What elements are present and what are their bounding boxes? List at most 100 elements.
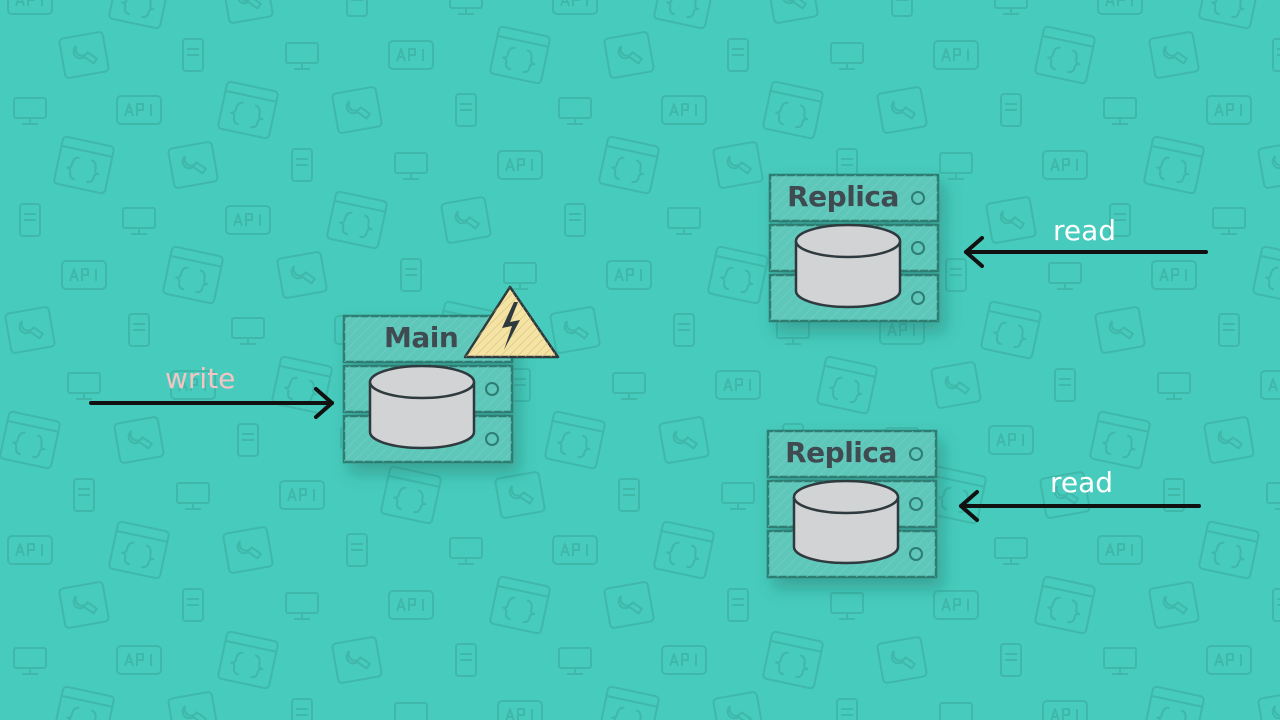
monitor-icon [1103, 647, 1137, 675]
code-window-icon [489, 25, 551, 85]
api-icon [552, 535, 598, 565]
wrench-screen-icon [440, 196, 492, 244]
monitor-icon [67, 372, 101, 400]
code-window-icon [598, 135, 660, 195]
monitor-icon [558, 647, 592, 675]
phone-icon [1000, 93, 1022, 127]
server-status-light [909, 447, 923, 461]
api-icon [116, 645, 162, 675]
phone-icon [128, 313, 150, 347]
monitor-icon [1048, 262, 1082, 290]
monitor-icon [939, 702, 973, 720]
monitor-icon [994, 537, 1028, 565]
code-window-icon [1089, 410, 1151, 470]
code-window-icon [816, 355, 878, 415]
write-label: write [165, 362, 236, 395]
monitor-icon [612, 372, 646, 400]
monitor-icon [1157, 372, 1191, 400]
wrench-screen-icon [276, 251, 328, 299]
code-window-icon [380, 465, 442, 525]
code-window-icon [980, 300, 1042, 360]
replica-top-label: Replica [787, 180, 899, 213]
wrench-screen-icon [222, 0, 274, 24]
monitor-icon [394, 702, 428, 720]
monitor-icon [939, 152, 973, 180]
write-arrow [89, 387, 334, 419]
server-status-light [911, 291, 925, 305]
monitor-icon [449, 0, 483, 15]
wrench-screen-icon [1148, 31, 1200, 79]
monitor-icon [1103, 97, 1137, 125]
phone-icon [455, 93, 477, 127]
api-icon [661, 645, 707, 675]
monitor-icon [1266, 482, 1280, 510]
api-icon [61, 260, 107, 290]
api-icon [1097, 0, 1143, 15]
phone-icon [727, 38, 749, 72]
warning-lightning-icon [463, 285, 560, 359]
code-window-icon [707, 245, 769, 305]
phone-icon [1000, 643, 1022, 677]
code-window-icon [1034, 575, 1096, 635]
monitor-icon [994, 0, 1028, 15]
api-icon [1206, 95, 1252, 125]
server-status-light [911, 241, 925, 255]
wrench-screen-icon [1203, 416, 1255, 464]
phone-icon [346, 0, 368, 17]
wrench-screen-icon [876, 86, 928, 134]
api-icon [606, 260, 652, 290]
phone-icon [836, 698, 858, 720]
phone-icon [291, 148, 313, 182]
monitor-icon [503, 262, 537, 290]
monitor-icon [285, 42, 319, 70]
wrench-screen-icon [712, 141, 764, 189]
monitor-icon [122, 207, 156, 235]
replica-bottom-label: Replica [785, 436, 897, 469]
replica-server-top: Replica [768, 173, 940, 323]
phone-icon [291, 698, 313, 720]
database-icon [368, 364, 476, 450]
monitor-icon [721, 482, 755, 510]
phone-icon [945, 258, 967, 292]
wrench-screen-icon [1257, 141, 1280, 189]
code-window-icon [544, 410, 606, 470]
monitor-icon [667, 207, 701, 235]
code-window-icon [217, 630, 279, 690]
api-icon [497, 150, 543, 180]
code-window-icon [762, 80, 824, 140]
code-window-icon [1143, 685, 1205, 720]
read-arrow-top [964, 236, 1208, 268]
api-icon [1042, 150, 1088, 180]
monitor-icon [13, 97, 47, 125]
database-icon [792, 479, 900, 565]
api-icon [552, 0, 598, 15]
code-window-icon [108, 520, 170, 580]
phone-icon [400, 258, 422, 292]
phone-icon [564, 203, 586, 237]
api-icon [1260, 370, 1280, 400]
wrench-screen-icon [222, 526, 274, 574]
code-window-icon [162, 245, 224, 305]
wrench-screen-icon [167, 691, 219, 720]
monitor-icon [285, 592, 319, 620]
replica-server-bottom: Replica [766, 429, 938, 579]
api-icon [933, 40, 979, 70]
phone-icon [673, 313, 695, 347]
monitor-icon [176, 482, 210, 510]
server-status-light [485, 382, 499, 396]
phone-icon [1272, 38, 1280, 72]
wrench-screen-icon [1094, 306, 1146, 354]
wrench-screen-icon [930, 361, 982, 409]
code-window-icon [53, 135, 115, 195]
api-icon [116, 95, 162, 125]
wrench-screen-icon [1039, 471, 1091, 519]
wrench-screen-icon [113, 416, 165, 464]
phone-icon [891, 0, 913, 17]
code-window-icon [1143, 135, 1205, 195]
wrench-screen-icon [603, 581, 655, 629]
code-window-icon [271, 355, 333, 415]
phone-icon [73, 478, 95, 512]
wrench-screen-icon [331, 86, 383, 134]
code-window-icon [1034, 25, 1096, 85]
